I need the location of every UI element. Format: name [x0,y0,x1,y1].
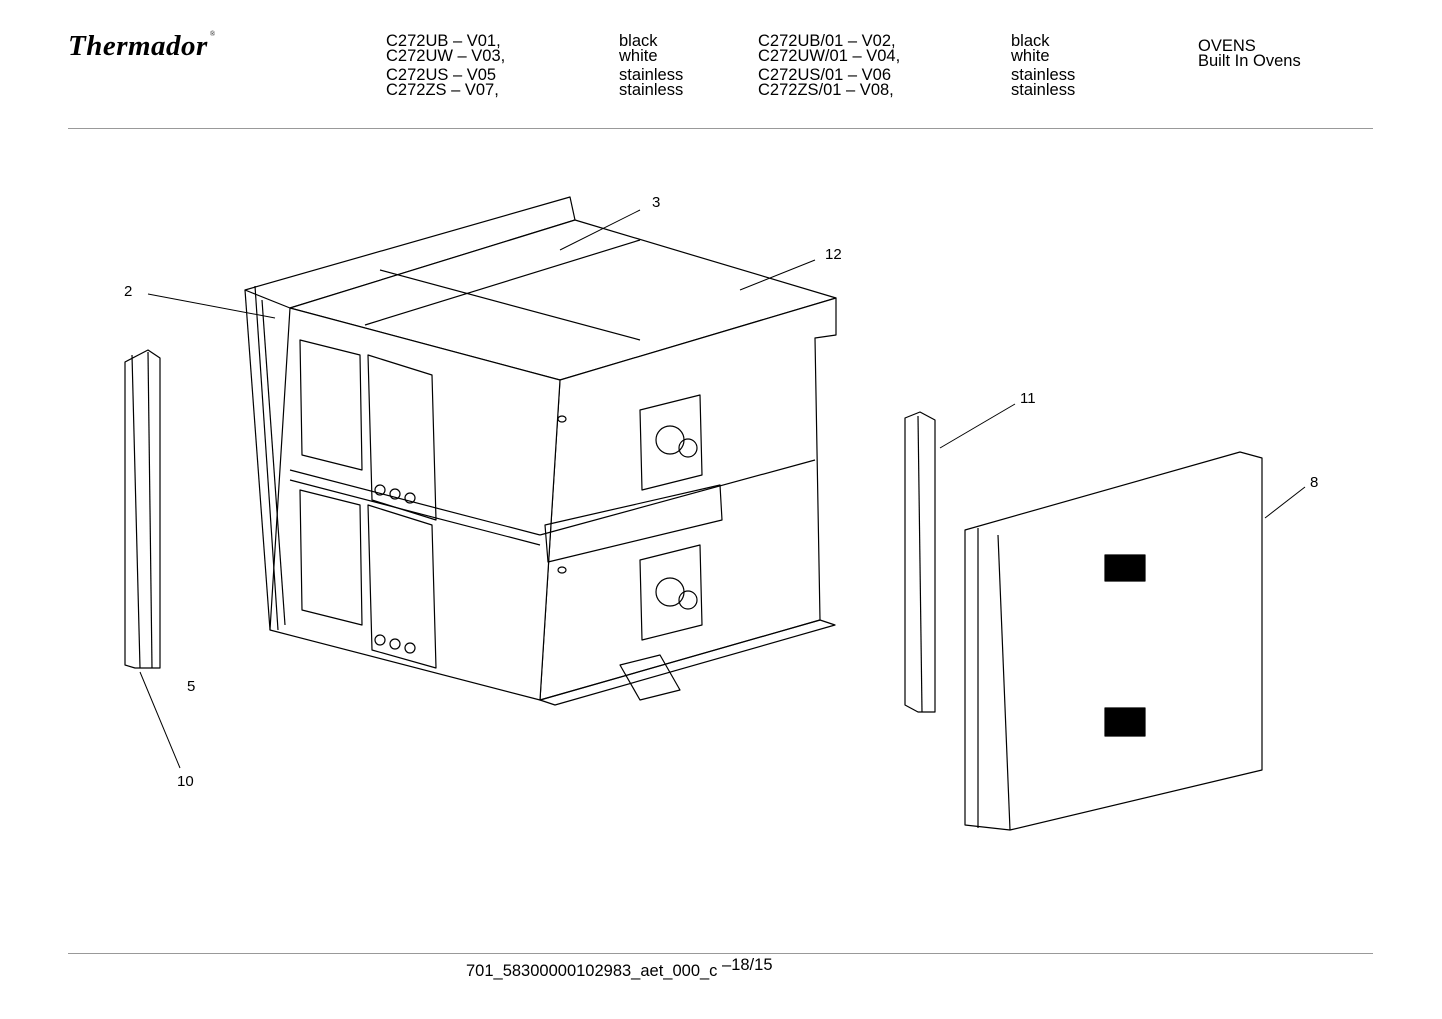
model-2: C272UB/01 – V02, [758,32,896,50]
callout-2: 2 [124,283,132,300]
model-5: C272US – V05 [386,66,497,84]
model-4: C272UW/01 – V04, [758,46,901,65]
model-3: C272UW – V03, [386,46,506,65]
side-trim-left [124,349,161,669]
brand-logo: Thermador® [68,30,216,62]
finish-6: stainless [1011,66,1076,84]
callout-5: 5 [187,678,195,695]
finish-7: stainless [619,80,684,99]
callout-8: 8 [1310,474,1318,491]
header-divider [68,128,1373,129]
callout-3: 3 [652,194,660,211]
category-label: OVENS [1198,37,1256,55]
page-number: –18/15 [722,956,773,974]
document-id: 701_58300000102983_aet_000_c [466,962,718,980]
side-trim-right [904,411,936,713]
footer-divider [68,953,1373,954]
model-7: C272ZS – V07, [386,80,499,99]
page-footer: 701_58300000102983_aet_000_c –18/15 [466,956,773,981]
callout-10: 10 [177,773,194,790]
finish-4: white [1011,46,1050,65]
callout-12: 12 [825,246,842,263]
oven-housing [244,196,837,706]
finish-3: white [619,46,658,65]
leader-lines [139,209,1306,769]
subcategory-label: Built In Ovens [1198,51,1301,70]
finish-5: stainless [619,66,684,84]
model-8: C272ZS/01 – V08, [758,80,894,99]
finish-2: black [1011,32,1050,50]
side-panel [964,451,1263,831]
finish-8: stainless [1011,80,1076,99]
finish-1: black [619,32,658,50]
model-6: C272US/01 – V06 [758,66,892,84]
category-block: OVENS Built In Ovens [1198,37,1301,70]
callout-11: 11 [1020,390,1036,407]
model-1: C272UB – V01, [386,32,501,50]
